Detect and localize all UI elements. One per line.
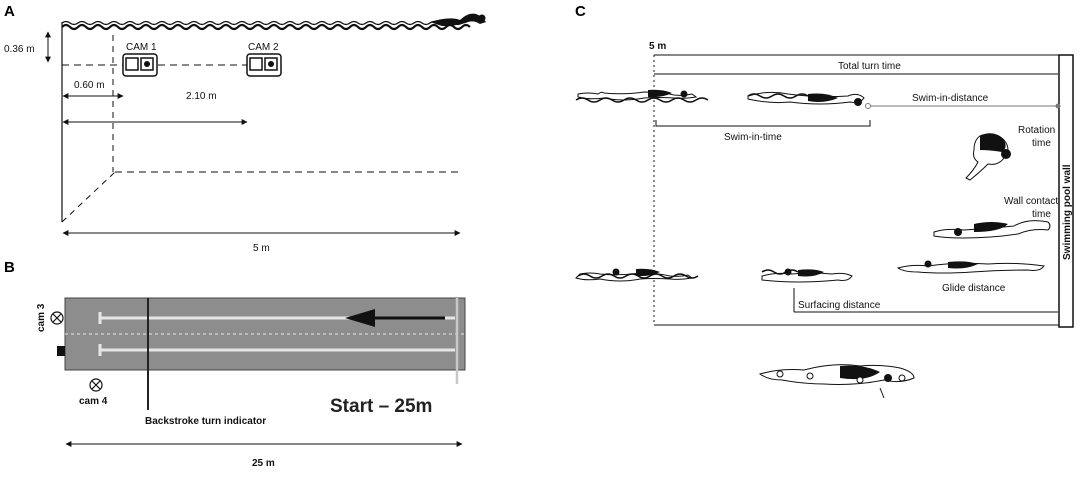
width-label: 5 m	[253, 243, 270, 254]
swimmer-icon	[430, 13, 486, 26]
wall-contact-label-2: time	[1032, 209, 1051, 220]
glide-distance-label: Glide distance	[942, 283, 1006, 294]
swimmer-icon	[758, 364, 915, 399]
cam2-label: CAM 2	[248, 42, 279, 53]
dist2-label: 2.10 m	[186, 91, 217, 102]
indicator-label: Backstroke turn indicator	[145, 416, 266, 427]
cam4-label: cam 4	[79, 396, 108, 407]
wall-block	[57, 346, 65, 356]
water-surface-upper	[61, 20, 463, 26]
swimmer-icon	[933, 220, 1051, 239]
wall-contact-label-1: Wall contact	[1004, 196, 1058, 207]
wall-label: Swimming pool wall	[1062, 164, 1073, 260]
surfacing-distance-label: Surfacing distance	[798, 300, 881, 311]
panel-a: A 0.36 m CAM 1 CA	[4, 3, 486, 254]
swimmer-icon	[896, 260, 1045, 274]
swimmer-icon	[965, 133, 1011, 181]
start-label: Start – 25m	[330, 396, 432, 417]
panel-c-label: C	[575, 3, 586, 20]
swimmer-icon	[575, 268, 699, 282]
swim-in-time-label: Swim-in-time	[724, 132, 782, 143]
camera-icon	[122, 53, 158, 77]
camera-position-icon	[50, 311, 64, 325]
total-turn-label: Total turn time	[838, 61, 901, 72]
dist1-label: 0.60 m	[74, 80, 105, 91]
swimmer-icon	[747, 91, 865, 106]
five-m-label: 5 m	[649, 41, 666, 52]
panel-a-label: A	[4, 3, 15, 20]
swimmer-icon	[761, 268, 853, 283]
arrow-left-icon	[345, 309, 445, 327]
water-surface	[61, 23, 471, 31]
rotation-label-1: Rotation	[1018, 125, 1055, 136]
cam1-label: CAM 1	[126, 42, 157, 53]
swim-in-time-bracket	[655, 120, 871, 127]
swimmer-icon	[575, 89, 709, 103]
camera-icon	[246, 53, 282, 77]
depth-label: 0.36 m	[4, 44, 35, 55]
cam3-label: cam 3	[36, 303, 47, 332]
rotation-label-2: time	[1032, 138, 1051, 149]
swim-in-distance-label: Swim-in-distance	[912, 93, 989, 104]
pool-wall	[1058, 54, 1074, 328]
perspective-line	[61, 171, 116, 223]
panel-c: C 5 m Swimming pool wall Total turn time…	[575, 3, 1074, 399]
length-label: 25 m	[252, 458, 275, 469]
panel-b-label: B	[4, 259, 15, 276]
camera-position-icon	[89, 378, 103, 392]
panel-b: B cam 3 cam	[4, 259, 466, 469]
